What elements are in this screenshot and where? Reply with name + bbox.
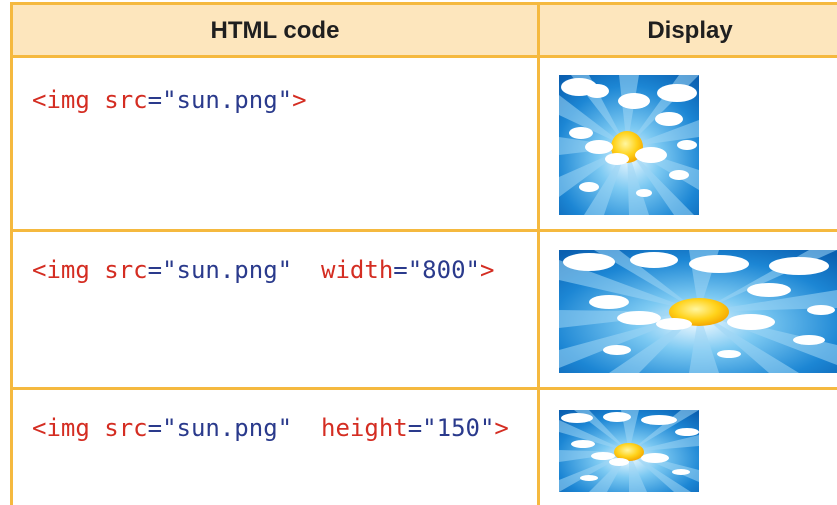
tag-close: > [494, 414, 509, 442]
tag-close: > [479, 256, 495, 284]
equals-sign: = [147, 86, 163, 114]
row-divider-2 [10, 387, 837, 390]
attr-value-width: "800" [407, 256, 480, 284]
attr-src: src [104, 414, 148, 442]
left-border [10, 2, 13, 505]
equals-sign: = [393, 256, 408, 284]
equals-sign: = [147, 414, 163, 442]
attr-src: src [104, 256, 148, 284]
header-html-code: HTML code [210, 17, 340, 44]
tag-open: <img [32, 86, 90, 114]
row-divider-1 [10, 229, 837, 232]
column-divider [537, 2, 540, 505]
sun-in-sky-image [559, 75, 699, 215]
equals-sign: = [147, 256, 163, 284]
code-line-2: <img src="sun.png" width="800"> [32, 256, 494, 284]
attr-width: width [321, 256, 394, 284]
attr-value-height: "150" [422, 414, 495, 442]
equals-sign: = [407, 414, 423, 442]
table-header: HTML code Display [10, 2, 837, 58]
sun-in-sky-image-short [559, 410, 699, 492]
attr-value-src: "sun.png" [162, 414, 293, 442]
tag-open: <img [32, 256, 90, 284]
attr-src: src [104, 86, 148, 114]
attr-value-src: "sun.png" [162, 256, 293, 284]
code-line-1: <img src="sun.png"> [32, 86, 307, 114]
code-line-3: <img src="sun.png" height="150"> [32, 414, 509, 442]
tag-open: <img [32, 414, 90, 442]
tag-close: > [292, 86, 307, 114]
sun-in-sky-image-wide [559, 250, 837, 373]
header-display: Display [647, 17, 733, 44]
attr-value-src: "sun.png" [162, 86, 293, 114]
attr-height: height [321, 414, 408, 442]
